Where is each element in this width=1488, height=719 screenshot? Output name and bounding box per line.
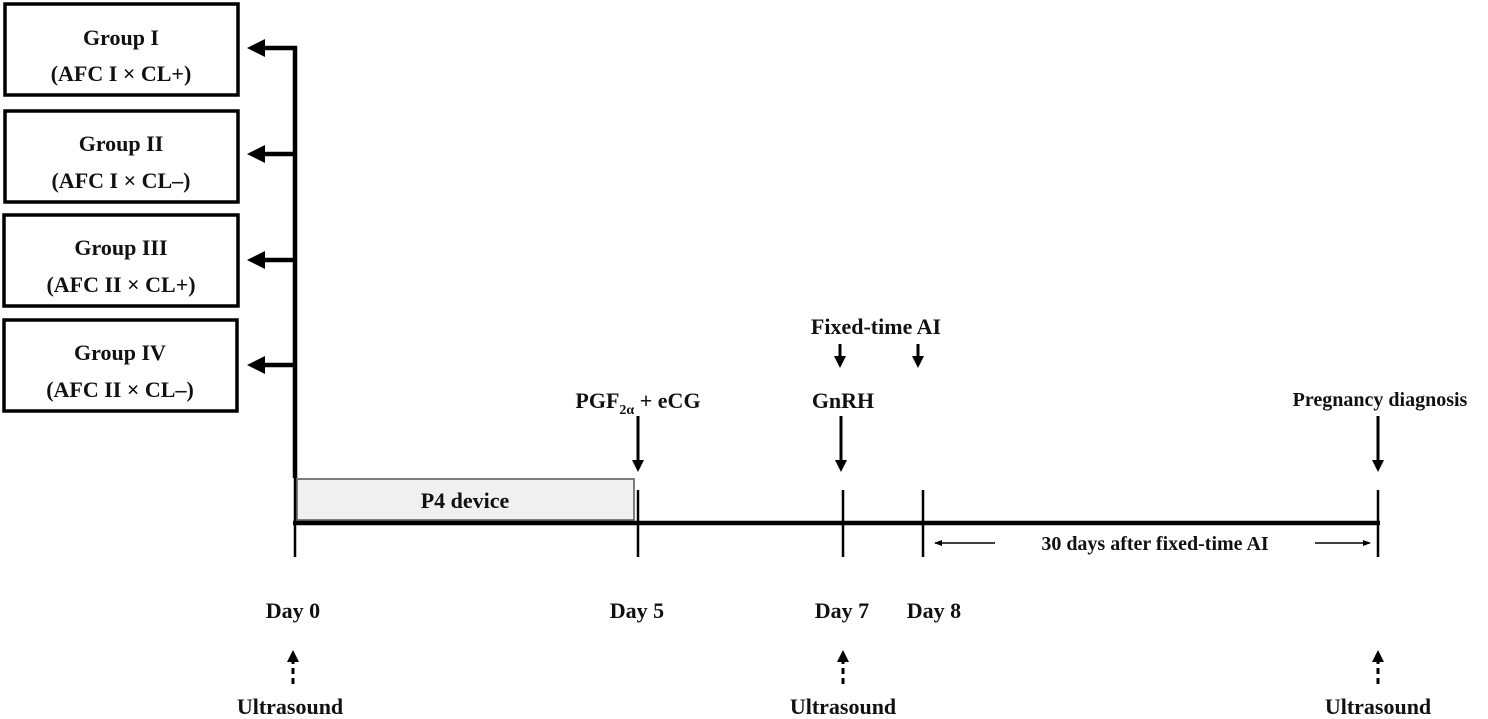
group-title: Group I — [83, 25, 159, 50]
pregnancy-diagnosis-label: Pregnancy diagnosis — [1293, 389, 1468, 411]
allocation-arrows — [247, 39, 297, 374]
p4-device-bar: P4 device — [296, 478, 635, 521]
group-subtitle: (AFC I × CL–) — [51, 168, 190, 193]
group-box-1: Group I (AFC I × CL+) — [3, 2, 240, 97]
ultrasound-label: Ultrasound — [1325, 694, 1431, 719]
interval-label: 30 days after fixed-time AI — [1041, 533, 1269, 555]
ultrasound-label: Ultrasound — [237, 694, 343, 719]
gnrh-label: GnRH — [812, 388, 874, 413]
group-box-3: Group III (AFC II × CL+) — [2, 213, 240, 308]
day-label: Day 0 — [266, 598, 320, 623]
group-subtitle: (AFC II × CL–) — [46, 377, 194, 402]
device-label: P4 device — [421, 488, 510, 513]
group-subtitle: (AFC I × CL+) — [51, 61, 192, 86]
group-box-2: Group II (AFC I × CL–) — [3, 109, 240, 204]
ultrasound-label: Ultrasound — [790, 694, 896, 719]
fixed-time-ai-label: Fixed-time AI — [811, 314, 941, 339]
interval-annotation: 30 days after fixed-time AI — [934, 533, 1371, 555]
group-title: Group IV — [74, 340, 166, 365]
group-subtitle: (AFC II × CL+) — [46, 272, 195, 297]
day-label: Day 5 — [610, 598, 664, 623]
ultrasound-arrows — [287, 650, 1384, 684]
day-label: Day 7 — [815, 598, 869, 623]
group-box-4: Group IV (AFC II × CL–) — [2, 318, 239, 413]
event-arrows — [632, 344, 1384, 472]
timeline-ticks — [293, 478, 1380, 557]
day-label: Day 8 — [907, 598, 961, 623]
group-title: Group II — [79, 131, 164, 156]
group-title: Group III — [74, 235, 167, 260]
pgf-ecg-label: PGF2α + eCG — [575, 388, 700, 418]
